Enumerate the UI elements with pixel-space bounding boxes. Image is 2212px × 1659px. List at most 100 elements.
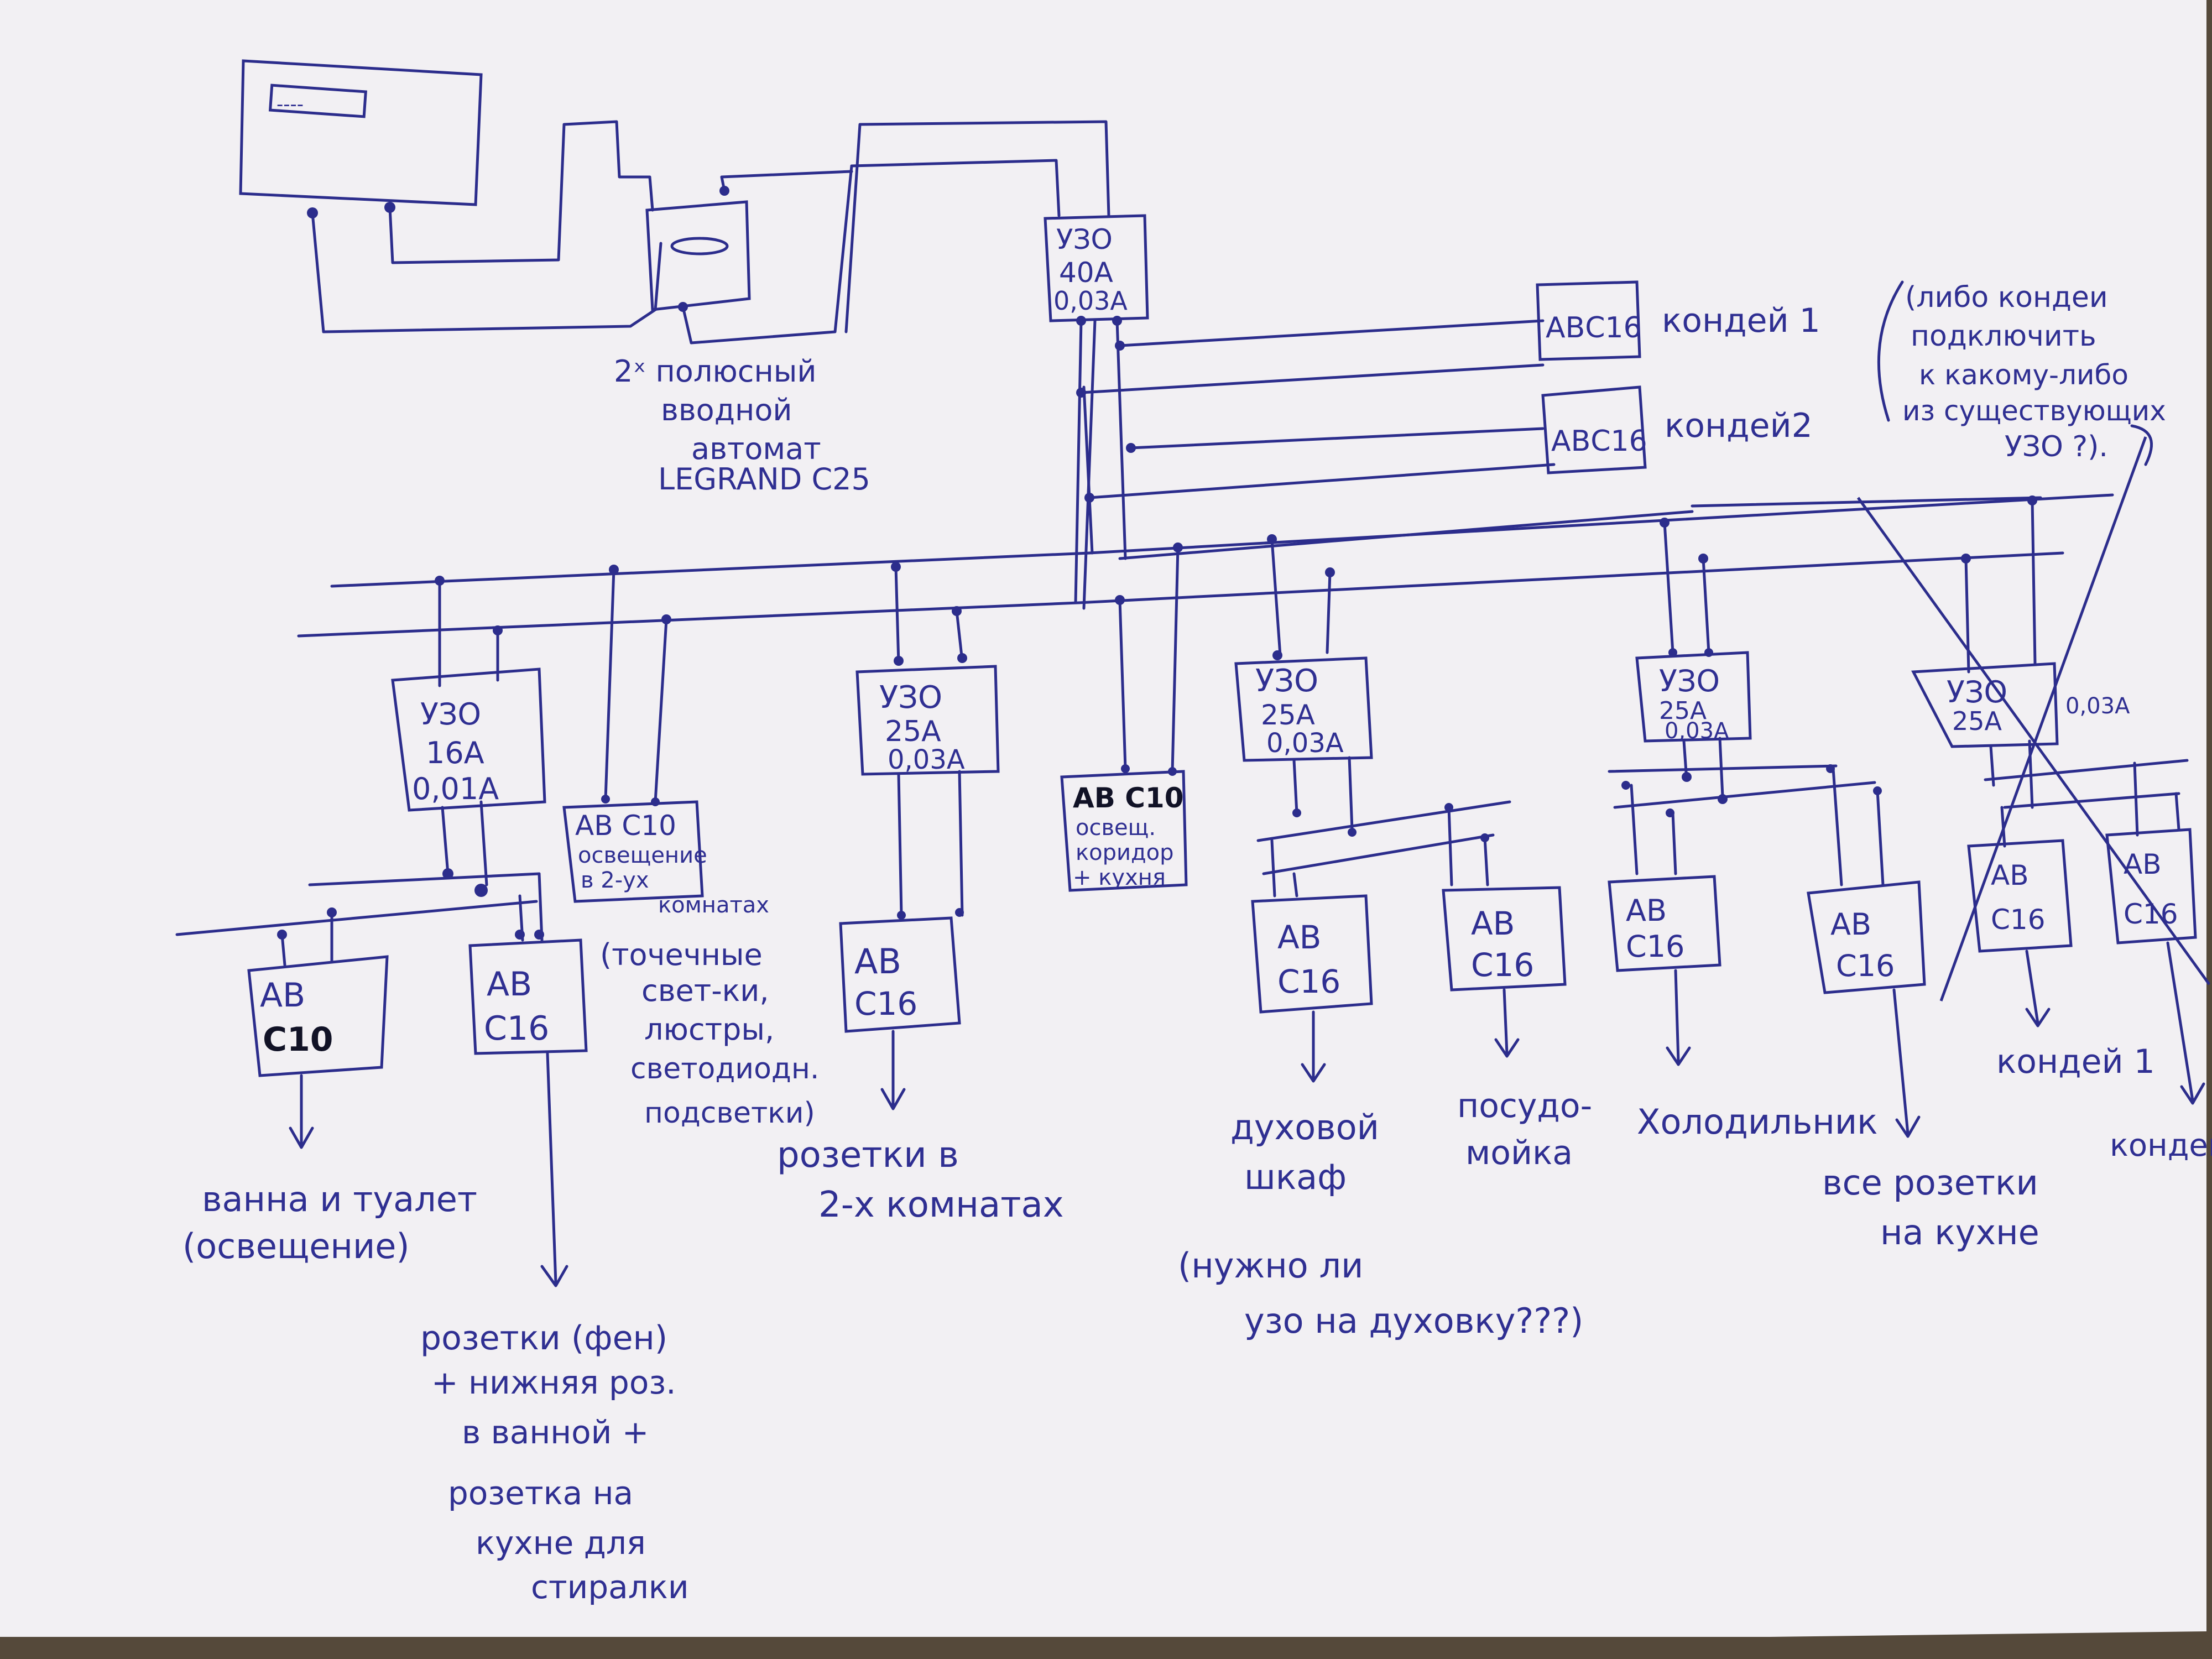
- svg-text:стиралки: стиралки: [531, 1568, 689, 1606]
- svg-text:2ˣ полюсный: 2ˣ полюсный: [614, 354, 817, 389]
- svg-text:УЗО: УЗО: [1056, 223, 1113, 255]
- rcd-25a-kitchen-fridge: [1635, 651, 1752, 743]
- svg-text:свет-ки,: свет-ки,: [641, 973, 769, 1008]
- svg-text:АВ: АВ: [1471, 905, 1515, 942]
- svg-text:коридор: коридор: [1076, 840, 1174, 865]
- svg-text:светодиодн.: светодиодн.: [630, 1052, 819, 1086]
- main-to-rcd40-wires: [681, 120, 1110, 345]
- group-kitchen-fridge: УЗО 25А 0,03А АВ С16 АВ С16 Холодильник …: [1608, 518, 2039, 1253]
- ac-breaker-2: АВС16 кондей2: [1541, 385, 1813, 474]
- label-oven: духовой: [1230, 1107, 1379, 1147]
- breaker-c16-oven: [1251, 894, 1373, 1014]
- svg-text:подключить: подключить: [1911, 320, 2096, 353]
- rcd-25a-crossed: [1911, 662, 2059, 748]
- svg-text:шкаф: шкаф: [1244, 1157, 1347, 1197]
- svg-text:АВ: АВ: [487, 965, 532, 1004]
- main-breaker-note: 2ˣ полюсный вводной автомат LEGRAND C25: [614, 354, 870, 497]
- svg-text:(либо кондеи: (либо кондеи: [1905, 281, 2108, 314]
- svg-text:0,03А: 0,03А: [1266, 728, 1344, 759]
- group-lighting: АВ С10 освещение в 2-ух комнатах (точечн…: [562, 565, 819, 1130]
- breaker-c10-lighting: [562, 800, 704, 903]
- svg-text:+ нижняя роз.: + нижняя роз.: [431, 1364, 676, 1401]
- svg-text:25А: 25А: [1261, 699, 1315, 731]
- svg-text:люстры,: люстры,: [644, 1012, 774, 1047]
- svg-text:подсветки): подсветки): [644, 1097, 815, 1130]
- rcd40-outputs: [1074, 319, 1127, 610]
- rcd-25a-kitchen-oven: [1234, 656, 1373, 762]
- svg-text:АВС16: АВС16: [1551, 425, 1647, 458]
- group-crossed-out: УЗО 25А 0,03А АВ С16 АВ С16 кондей 1 кон…: [1856, 436, 2212, 1164]
- cross-out-line-1: [1856, 497, 2211, 985]
- breaker-c16-crossed-1: [1967, 839, 2073, 953]
- group-kitchen-oven: УЗО 25А 0,03А АВ С16 АВ С16 духовой шкаф…: [1178, 534, 1592, 1341]
- side-question-note: (либо кондеи подключить к какому-либо из…: [1877, 280, 2166, 466]
- svg-text:освещ.: освещ.: [1076, 815, 1156, 841]
- label-bath-light: ванна и туалет: [202, 1179, 477, 1219]
- svg-text:С16: С16: [1836, 948, 1895, 983]
- svg-text:УЗО: УЗО: [1255, 663, 1318, 699]
- svg-text:С16: С16: [1626, 929, 1684, 964]
- svg-text:АВ С10: АВ С10: [1073, 782, 1184, 814]
- svg-text:0,03А: 0,03А: [2065, 693, 2130, 719]
- rcd-25a-rooms: [855, 665, 1000, 776]
- group-corridor: АВ С10 освещ. коридор + кухня: [1060, 542, 1188, 892]
- label-rooms-sockets: розетки в: [777, 1135, 959, 1176]
- svg-text:вводной: вводной: [661, 393, 792, 427]
- svg-text:из существующих: из существующих: [1902, 395, 2166, 427]
- ac-breaker-2-label: кондей2: [1665, 406, 1813, 445]
- ac-feeders: [1076, 319, 1556, 503]
- group-bath: УЗО 16А 0,01А АВ С10 АВ С16 ванна и туал…: [175, 576, 689, 1606]
- svg-text:кухне для: кухне для: [476, 1524, 646, 1562]
- svg-text:к какому-либо: к какому-либо: [1919, 359, 2128, 391]
- svg-text:автомат: автомат: [691, 431, 821, 466]
- svg-text:УЗО: УЗО: [879, 680, 942, 716]
- svg-text:узо на духовку???): узо на духовку???): [1244, 1301, 1583, 1341]
- label-crossed-ac-2: кондей: [2110, 1128, 2212, 1164]
- breaker-c16-dishwasher: [1442, 886, 1567, 992]
- svg-text:АВ: АВ: [1830, 907, 1871, 942]
- svg-text:освещение: освещение: [578, 843, 707, 868]
- svg-text:0,03А: 0,03А: [1053, 286, 1128, 316]
- svg-text:АВ С10: АВ С10: [575, 810, 676, 842]
- svg-text:40А: 40А: [1059, 257, 1113, 289]
- breaker-c10-corridor: [1060, 770, 1188, 892]
- svg-text:АВ: АВ: [1277, 919, 1321, 956]
- svg-text:в ванной +: в ванной +: [462, 1413, 649, 1451]
- ac-breaker-1-label: кондей 1: [1662, 301, 1820, 340]
- breaker-c16-kitchen-sockets: [1807, 880, 1926, 994]
- svg-text:16А: 16А: [426, 735, 484, 770]
- label-crossed-ac-1: кондей 1: [1996, 1042, 2155, 1081]
- svg-text:УЗО: УЗО: [1659, 664, 1720, 698]
- svg-text:0,03А: 0,03А: [1665, 718, 1729, 744]
- label-dishwasher: посудо-: [1457, 1087, 1592, 1125]
- oven-rcd-question: (нужно ли: [1178, 1245, 1363, 1286]
- svg-text:АВ: АВ: [260, 976, 305, 1015]
- svg-text:УЗО ?).: УЗО ?).: [2005, 430, 2108, 463]
- lighting-note: (точечные: [600, 937, 763, 972]
- svg-text:С16: С16: [1471, 946, 1534, 984]
- svg-text:0,01А: 0,01А: [412, 771, 499, 806]
- svg-text:2-х комнатах: 2-х комнатах: [818, 1185, 1064, 1225]
- svg-text:0,03А: 0,03А: [888, 744, 965, 775]
- svg-text:25А: 25А: [1952, 706, 2002, 736]
- svg-text:25А: 25А: [1659, 697, 1707, 725]
- label-bath-sockets: розетки (фен): [420, 1319, 667, 1358]
- svg-text:С16: С16: [1991, 904, 2046, 936]
- svg-text:С10: С10: [263, 1020, 333, 1059]
- svg-text:УЗО: УЗО: [420, 697, 481, 732]
- svg-text:С16: С16: [484, 1009, 549, 1048]
- breaker-c16-bath-sockets: [468, 938, 588, 1055]
- ac-breaker-1: АВС16 кондей 1: [1536, 280, 1820, 361]
- svg-text:комнатах: комнатах: [658, 893, 769, 918]
- svg-text:С16: С16: [854, 985, 917, 1022]
- label-fridge: Холодильник: [1637, 1102, 1878, 1142]
- svg-text:АВС16: АВС16: [1546, 311, 1642, 345]
- svg-text:LEGRAND C25: LEGRAND C25: [658, 462, 870, 497]
- breaker-c16-rooms: [839, 916, 961, 1033]
- svg-text:мойка: мойка: [1465, 1134, 1573, 1172]
- rcd-40a: УЗО 40А 0,03А: [1044, 214, 1149, 326]
- main-breaker-legrand: [645, 186, 751, 312]
- group-rooms: УЗО 25А 0,03А АВ С16 розетки в 2-х комна…: [777, 562, 1064, 1225]
